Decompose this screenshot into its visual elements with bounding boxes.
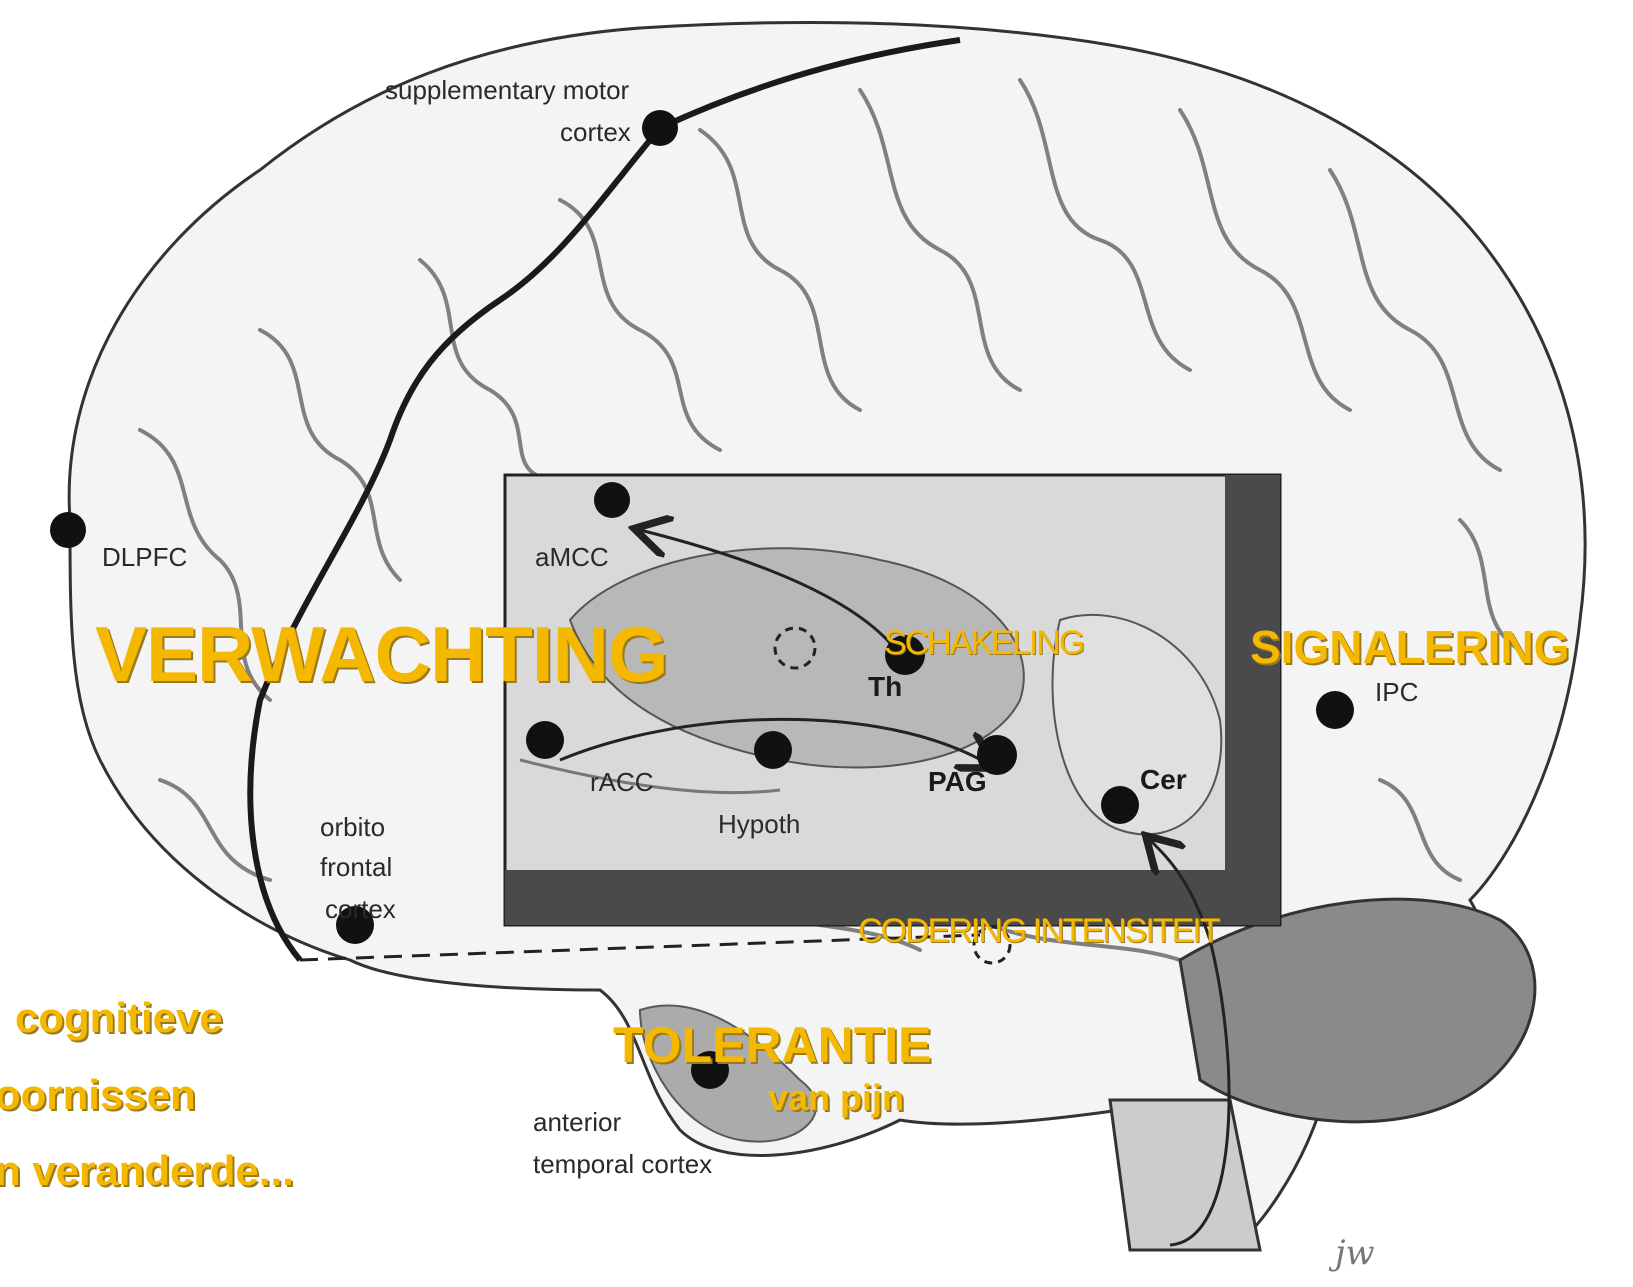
side-text-line3: n veranderde... bbox=[0, 1148, 294, 1194]
label-ofc-line2: frontal bbox=[320, 853, 392, 882]
heading-tolerantie: TOLERANTIE bbox=[613, 1018, 932, 1073]
heading-schakeling: SCHAKELING bbox=[884, 625, 1083, 662]
marker-dlpfc bbox=[50, 512, 86, 548]
label-atc-line1: anterior bbox=[533, 1108, 621, 1137]
side-text-line1: cognitieve bbox=[15, 995, 223, 1041]
label-th: Th bbox=[868, 672, 902, 703]
marker-amcc bbox=[594, 482, 630, 518]
label-amcc: aMCC bbox=[535, 543, 609, 572]
marker-cer bbox=[1101, 786, 1139, 824]
marker-racc bbox=[526, 721, 564, 759]
marker-hypoth bbox=[754, 731, 792, 769]
marker-ipc bbox=[1316, 691, 1354, 729]
label-ipc: IPC bbox=[1375, 678, 1418, 707]
cerebellum bbox=[1180, 899, 1535, 1122]
side-text-line2: oornissen bbox=[0, 1072, 196, 1118]
label-ofc-line3: cortex bbox=[325, 895, 396, 924]
label-cer: Cer bbox=[1140, 765, 1187, 796]
label-hypoth: Hypoth bbox=[718, 810, 800, 839]
heading-signalering: SIGNALERING bbox=[1250, 622, 1569, 673]
label-smc-line1: supplementary motor bbox=[385, 76, 629, 105]
artist-signature: jw bbox=[1335, 1235, 1375, 1272]
label-atc-line2: temporal cortex bbox=[533, 1150, 712, 1179]
label-smc-line2: cortex bbox=[560, 118, 631, 147]
heading-verwachting: VERWACHTING bbox=[95, 612, 668, 698]
heading-van-pijn: van pijn bbox=[768, 1078, 904, 1118]
label-racc: rACC bbox=[590, 768, 654, 797]
label-ofc-line1: orbito bbox=[320, 813, 385, 842]
marker-smc bbox=[642, 110, 678, 146]
label-dlpfc: DLPFC bbox=[102, 543, 187, 572]
heading-codering: CODERING INTENSITEIT bbox=[858, 913, 1218, 950]
label-pag: PAG bbox=[928, 767, 987, 798]
